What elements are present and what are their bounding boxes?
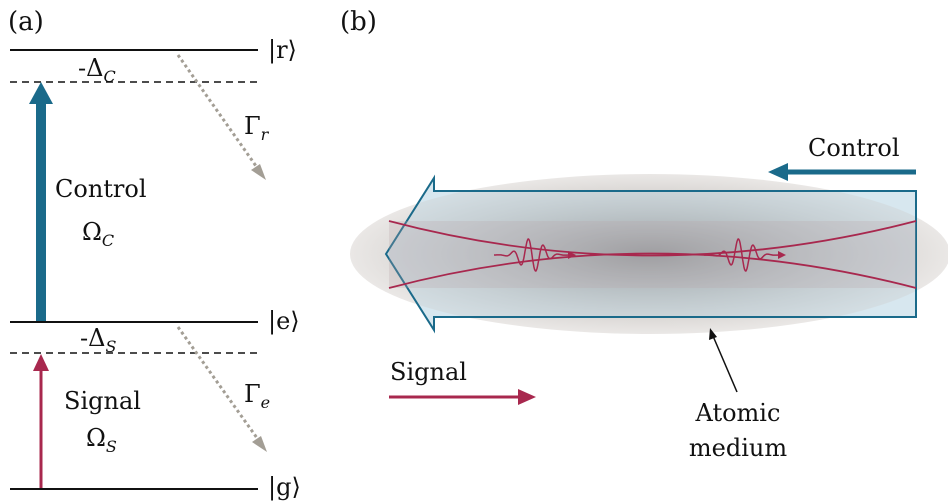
decay-r-label: Γr	[244, 112, 270, 144]
decay-e-arrow-head	[252, 436, 267, 452]
decay-e-arrow-line	[176, 326, 259, 439]
signal-label: Signal	[64, 387, 141, 415]
signal-direction-arrow-head	[518, 389, 536, 405]
signal-arrow-head	[33, 354, 49, 371]
level-r-label: |r⟩	[268, 36, 297, 65]
medium-pointer-line	[712, 335, 738, 393]
control-rabi-label: ΩC	[82, 218, 114, 250]
decay-e-label: Γe	[244, 380, 270, 412]
signal-beam-region	[389, 221, 916, 288]
control-direction-arrow-head	[768, 163, 788, 181]
panel-b-label: (b)	[340, 7, 377, 37]
medium-label-line1: Atomic	[695, 399, 781, 427]
signal-rabi-label: ΩS	[86, 424, 117, 456]
control-label: Control	[55, 175, 147, 203]
control-beam-label: Control	[808, 134, 900, 162]
detuning-control-label: -ΔC	[78, 54, 116, 86]
level-e-label: |e⟩	[268, 307, 300, 336]
decay-r-arrow-line	[176, 54, 258, 167]
panel-a-label: (a)	[8, 7, 44, 37]
wave-packet-right	[704, 238, 786, 272]
level-g-label: |g⟩	[268, 473, 301, 501]
signal-beam-label: Signal	[390, 358, 467, 386]
medium-pointer-head	[709, 328, 717, 340]
detuning-signal-label: -ΔS	[80, 324, 116, 356]
wave-packet-left	[494, 238, 576, 272]
signal-beam-lower-edge	[388, 252, 917, 289]
medium-label-line2: medium	[689, 434, 787, 462]
control-arrow-head	[29, 82, 53, 104]
decay-r-arrow-head	[251, 164, 266, 180]
signal-beam-upper-edge	[388, 220, 917, 257]
